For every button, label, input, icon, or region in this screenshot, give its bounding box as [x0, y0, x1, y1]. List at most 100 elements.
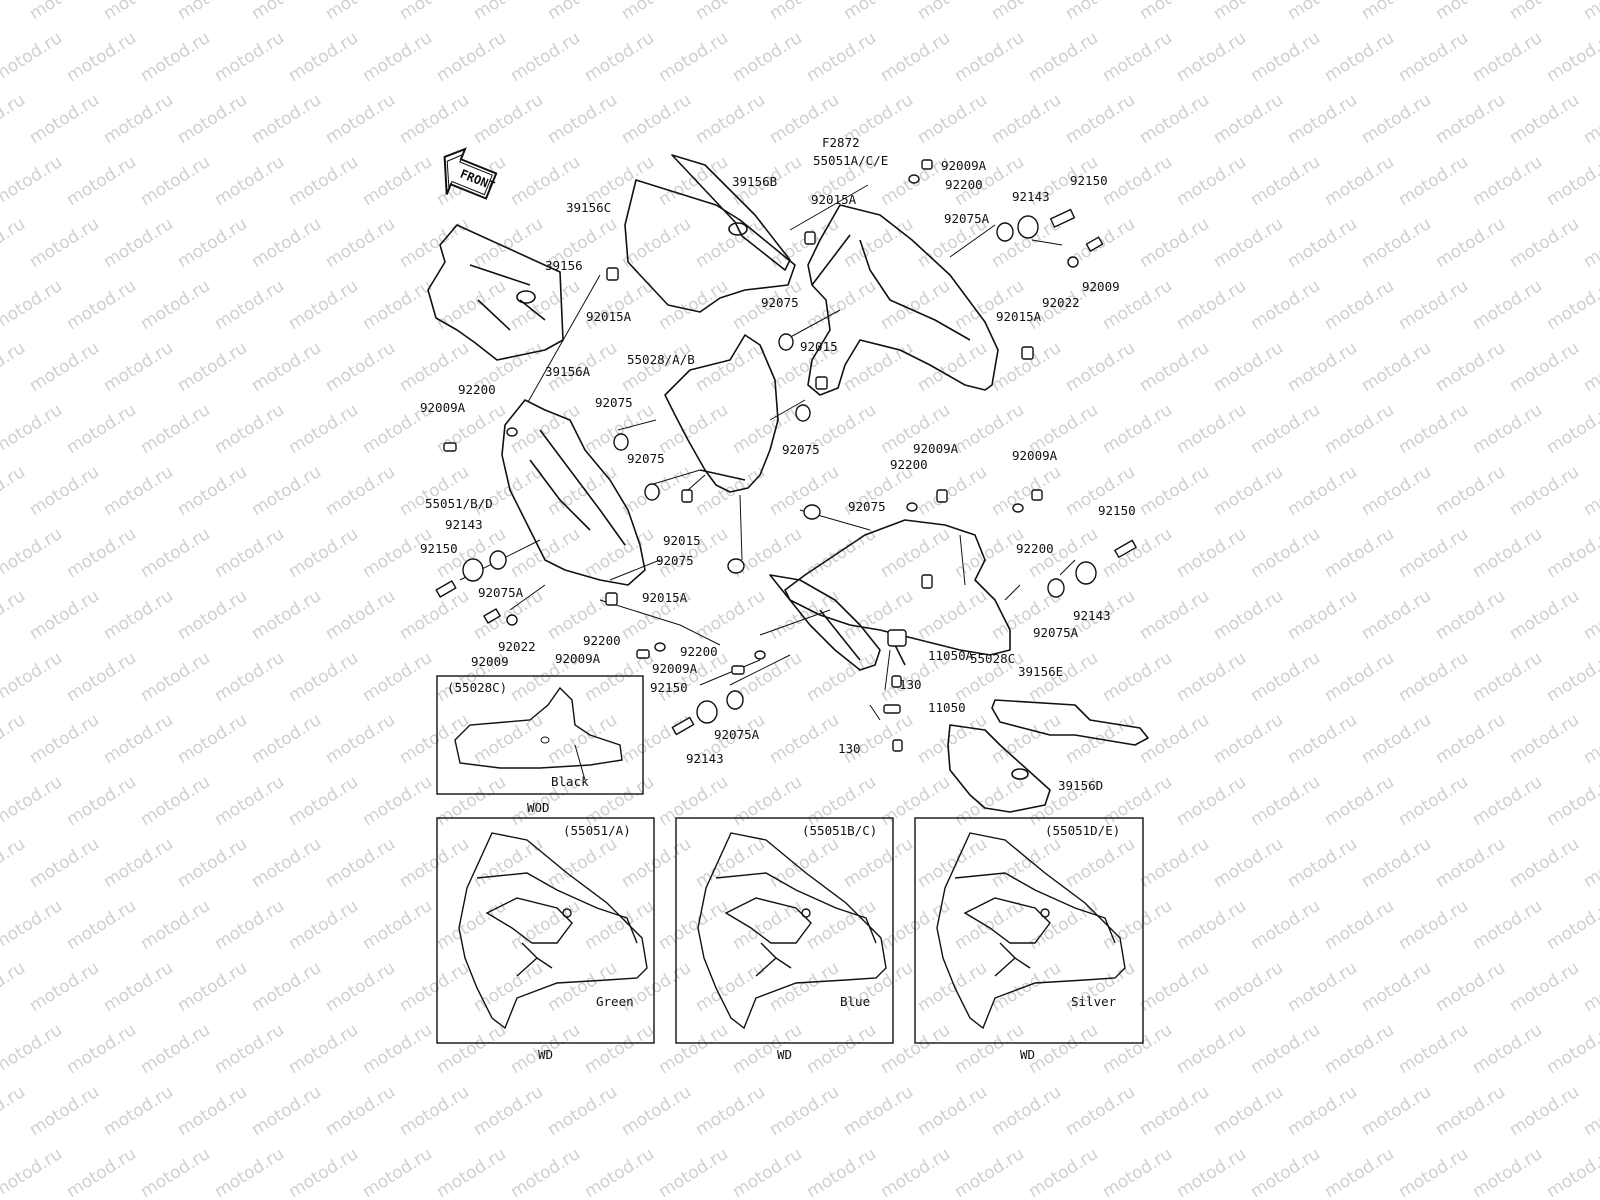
- watermark-text: motod.ru: [396, 462, 473, 520]
- watermark-text: motod.ru: [1099, 896, 1176, 954]
- callout-92143-top: 92143: [1012, 189, 1050, 204]
- watermark-text: motod.ru: [988, 0, 1065, 24]
- watermark-text: motod.ru: [433, 276, 510, 334]
- callout-92200-right: 92200: [1016, 541, 1054, 556]
- watermark-text: motod.ru: [1580, 586, 1600, 644]
- watermark-text: motod.ru: [0, 462, 29, 520]
- watermark-text: motod.ru: [1358, 834, 1435, 892]
- watermark-text: motod.ru: [655, 276, 732, 334]
- watermark-text: motod.ru: [1284, 710, 1361, 768]
- watermark-text: motod.ru: [840, 338, 917, 396]
- watermark-text: motod.ru: [211, 648, 288, 706]
- hardware: [435, 159, 1137, 752]
- callout-92015A-left: 92015A: [586, 309, 632, 324]
- watermark-text: motod.ru: [803, 772, 880, 830]
- watermark-text: motod.ru: [1358, 90, 1435, 148]
- watermark-text: motod.ru: [951, 896, 1028, 954]
- watermark-text: motod.ru: [1580, 834, 1600, 892]
- watermark-text: motod.ru: [1284, 834, 1361, 892]
- watermark-text: motod.ru: [1543, 152, 1600, 210]
- watermark-text: motod.ru: [26, 338, 103, 396]
- watermark-text: motod.ru: [1395, 1144, 1472, 1200]
- watermark-text: motod.ru: [285, 1020, 362, 1078]
- watermark-text: motod.ru: [359, 1020, 436, 1078]
- callout-92075A-top: 92075A: [944, 211, 990, 226]
- watermark-text: motod.ru: [914, 586, 991, 644]
- watermark-text: motod.ru: [692, 214, 769, 272]
- watermark-text: motod.ru: [1321, 28, 1398, 86]
- watermark-text: motod.ru: [1284, 214, 1361, 272]
- watermark-text: motod.ru: [1358, 710, 1435, 768]
- callout-92009A-low1: 92009A: [555, 651, 601, 666]
- watermark-text: motod.ru: [0, 152, 66, 210]
- callout-92150-left: 92150: [420, 541, 458, 556]
- watermark-text: motod.ru: [1321, 648, 1398, 706]
- watermark-text: motod.ru: [248, 586, 325, 644]
- watermark-text: motod.ru: [1543, 524, 1600, 582]
- watermark-text: motod.ru: [26, 958, 103, 1016]
- watermark-text: motod.ru: [1173, 1144, 1250, 1200]
- watermark-text: motod.ru: [1210, 90, 1287, 148]
- watermark-text: motod.ru: [1173, 152, 1250, 210]
- callout-92143-right: 92143: [1073, 608, 1111, 623]
- watermark-text: motod.ru: [248, 214, 325, 272]
- watermark-text: motod.ru: [581, 276, 658, 334]
- watermark-text: motod.ru: [248, 1082, 325, 1140]
- watermark-text: motod.ru: [1506, 586, 1583, 644]
- watermark-text: motod.ru: [63, 152, 140, 210]
- watermark-text: motod.ru: [433, 772, 510, 830]
- watermark-text: motod.ru: [1210, 338, 1287, 396]
- watermark-text: motod.ru: [914, 90, 991, 148]
- watermark-text: motod.ru: [1210, 214, 1287, 272]
- callout-92075-mid2: 92075: [782, 442, 820, 457]
- watermark-text: motod.ru: [433, 896, 510, 954]
- callout-92015A-low: 92015A: [642, 590, 688, 605]
- watermark-text: motod.ru: [1173, 400, 1250, 458]
- watermark-text: motod.ru: [470, 214, 547, 272]
- watermark-text: motod.ru: [26, 214, 103, 272]
- watermark-text: motod.ru: [359, 896, 436, 954]
- watermark-text: motod.ru: [100, 834, 177, 892]
- watermark-text: motod.ru: [914, 1082, 991, 1140]
- watermark-text: motod.ru: [951, 772, 1028, 830]
- watermark-text: motod.ru: [26, 0, 103, 24]
- watermark-text: motod.ru: [692, 0, 769, 24]
- watermark-text: motod.ru: [1358, 1082, 1435, 1140]
- watermark-text: motod.ru: [1284, 586, 1361, 644]
- watermark-text: motod.ru: [0, 1082, 29, 1140]
- callout-92075A-left: 92075A: [478, 585, 524, 600]
- watermark-text: motod.ru: [1395, 28, 1472, 86]
- watermark-text: motod.ru: [729, 1144, 806, 1200]
- watermark-text: motod.ru: [1025, 1020, 1102, 1078]
- watermark-text: motod.ru: [1284, 1082, 1361, 1140]
- watermark-text: motod.ru: [1025, 1144, 1102, 1200]
- callout-92009-top: 92009: [1082, 279, 1120, 294]
- inset-55028C-region: WOD: [527, 800, 550, 815]
- watermark-text: motod.ru: [63, 400, 140, 458]
- watermark-text: motod.ru: [359, 772, 436, 830]
- watermark-text: motod.ru: [1469, 400, 1546, 458]
- watermark-text: motod.ru: [322, 90, 399, 148]
- watermark-text: motod.ru: [100, 90, 177, 148]
- callout-92075-mid: 92075: [761, 295, 799, 310]
- watermark-text: motod.ru: [100, 958, 177, 1016]
- watermark-text: motod.ru: [285, 276, 362, 334]
- callout-92015-mid: 92015: [800, 339, 838, 354]
- watermark-text: motod.ru: [63, 28, 140, 86]
- watermark-text: motod.ru: [1469, 648, 1546, 706]
- callout-39156B: 39156B: [732, 174, 777, 189]
- watermark-text: motod.ru: [396, 710, 473, 768]
- watermark-text: motod.ru: [1247, 28, 1324, 86]
- watermark-text: motod.ru: [1210, 0, 1287, 24]
- callout-92075-low: 92075: [656, 553, 694, 568]
- watermark-text: motod.ru: [1469, 1020, 1546, 1078]
- watermark-text: motod.ru: [322, 462, 399, 520]
- watermark-text: motod.ru: [729, 524, 806, 582]
- watermark-text: motod.ru: [0, 0, 29, 24]
- watermark-text: motod.ru: [766, 710, 843, 768]
- watermark-text: motod.ru: [1506, 338, 1583, 396]
- watermark-text: motod.ru: [1321, 400, 1398, 458]
- watermark-text: motod.ru: [1580, 462, 1600, 520]
- watermark-text: motod.ru: [1543, 648, 1600, 706]
- watermark-text: motod.ru: [174, 1082, 251, 1140]
